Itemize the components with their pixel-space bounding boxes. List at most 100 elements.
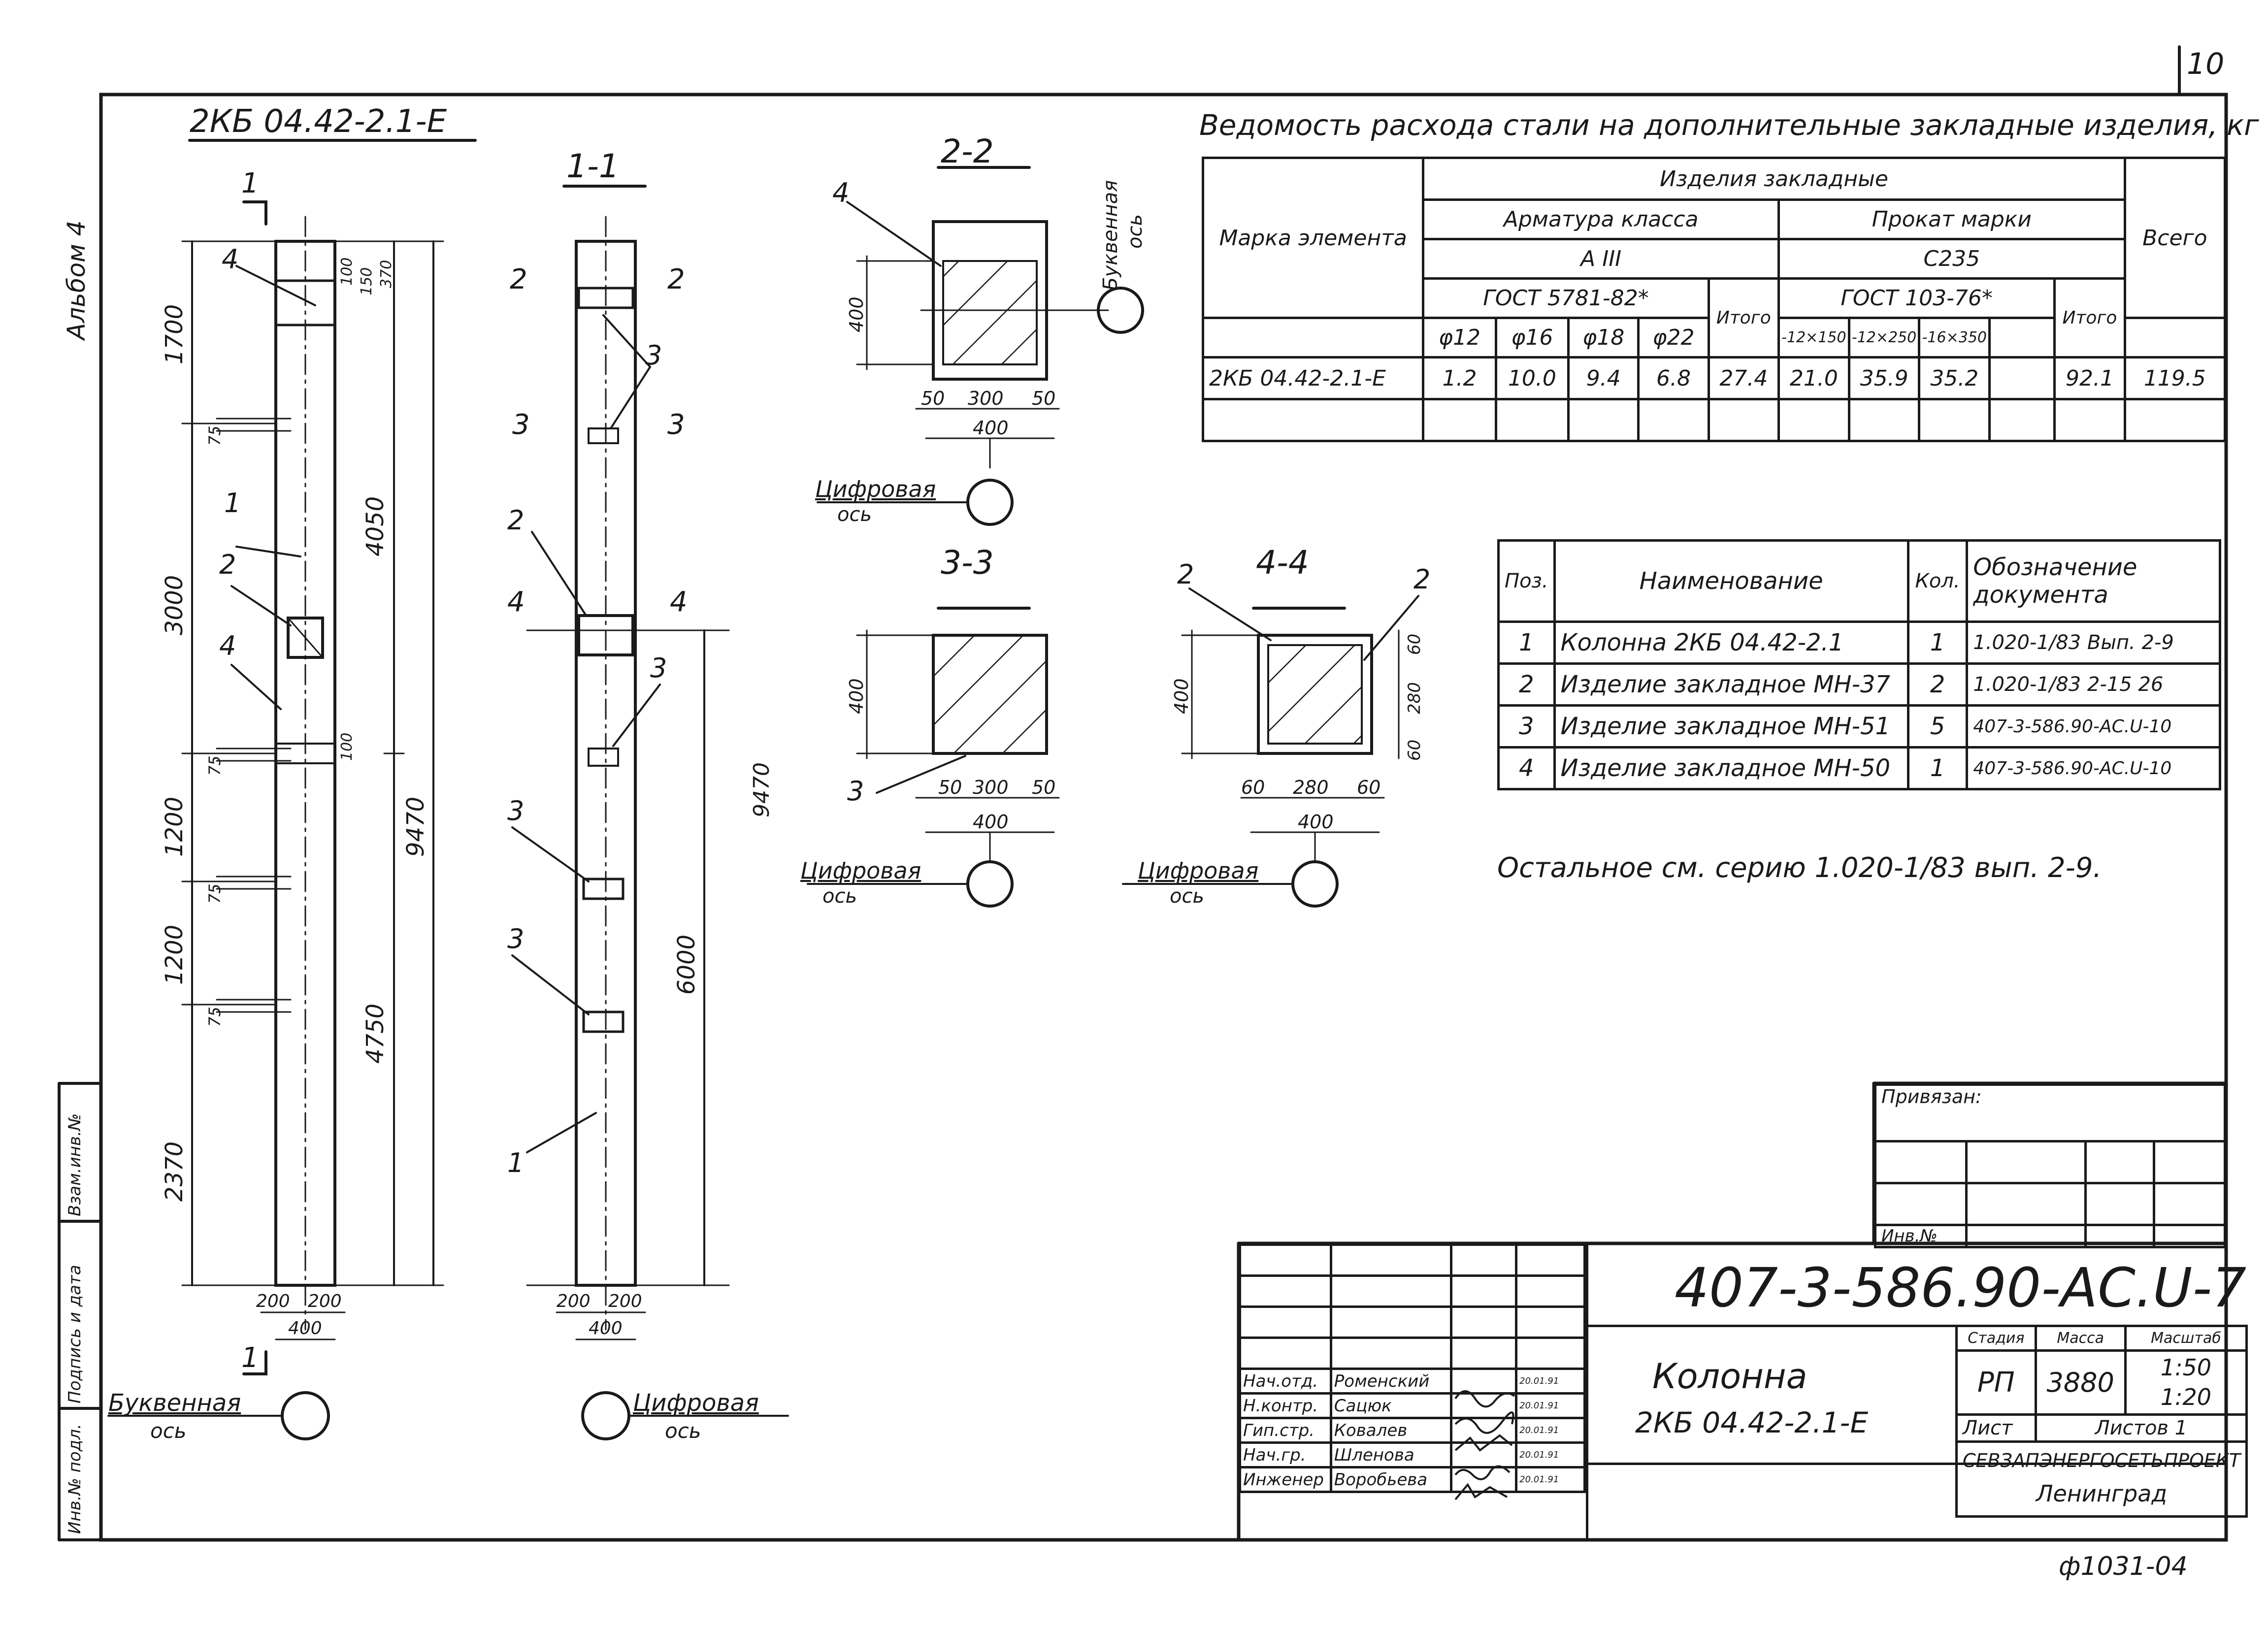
spec-r2-doc: 1.020-1/83 2-15 26 [1966,662,2221,707]
spec-r1-name: Колонна 2КБ 04.42-2.1 [1553,620,1909,665]
main-view-title: 2КБ 04.42-2.1-Е [190,103,447,140]
staff-sign-2 [1449,1417,1518,1444]
drawing-code: 407-3-586.90-АС.U-7 [1675,1256,2247,1319]
staff-date-1: 20.01.91 [1515,1392,1586,1419]
stamp-name-divider [1586,1463,2226,1465]
callout-sec-3-b: 3 [650,652,667,684]
blank-under-vsego [2123,318,2227,358]
s44-dim-60a: 60 [1241,777,1265,798]
org-city: Ленинград [2036,1480,2168,1507]
staff-name-1: Сацюк [1329,1392,1452,1419]
empty-cell [1637,398,1710,442]
signature-2 [1454,1434,1513,1452]
page-number: 10 [2187,47,2225,81]
callout-s22-4: 4 [832,177,850,208]
axis-word-elev: ось [150,1419,187,1443]
callout-sec-3-d: 3 [507,923,525,954]
staff-role-2: Гип.стр. [1239,1417,1332,1444]
staff-name-0: Роменский [1329,1368,1452,1395]
col-p1: -12×150 [1777,317,1850,358]
empty-cell [1329,1243,1452,1277]
header-prokat: Прокат марки [1777,198,2126,240]
empty-cell [1494,398,1570,442]
header-armatura-gost: ГОСТ 5781-82* [1422,277,1710,319]
dim-sec-200a: 200 [557,1291,591,1311]
section-3-3 [807,607,1060,908]
axis-word-sec: ось [665,1419,701,1443]
col-d22: φ22 [1637,317,1710,358]
axis-word-s22b: ось [837,503,872,526]
empty-cell [1965,1224,2087,1248]
staff-name-4: Воробьева [1329,1466,1452,1493]
spec-r1-qty: 1 [1906,620,1969,665]
listov-cell: Листов 1 [2034,1413,2248,1443]
val-p-blank [1988,356,2056,400]
empty-cell [1515,1336,1586,1370]
callout-elev-4: 4 [219,630,236,661]
empty-cell [1329,1274,1452,1308]
empty-cell [2153,1140,2226,1184]
privyazan-label: Привязан: [1874,1083,2226,1142]
header-prokat-grade: С235 [1777,238,2126,280]
empty-cell [1874,1140,1968,1184]
val-d16: 10.0 [1494,356,1570,400]
blank-under-mark [1201,318,1425,358]
spec-r4-qty: 1 [1906,746,1969,790]
header-itogo-prok: Итого [2053,277,2126,358]
spec-r3-qty: 5 [1906,704,1969,749]
signature-4 [1454,1483,1508,1500]
empty-cell [1777,398,1850,442]
s22-dim-400-h: 400 [973,417,1009,439]
cut-mark-4-right: 4 [670,586,688,618]
listov-value: 1 [2174,1417,2188,1439]
val-d18: 9.4 [1567,356,1640,400]
callout-sec-3-a: 3 [645,340,662,371]
empty-cell [1422,398,1497,442]
massa-value: 3880 [2034,1349,2127,1416]
empty-cell [1515,1305,1586,1339]
s44-dim-280: 280 [1293,777,1329,798]
axis-word-s33: ось [822,885,857,908]
staff-role-4: Инженер [1239,1466,1332,1493]
signature-3 [1454,1465,1511,1480]
row-mark: 2КБ 04.42-2.1-Е [1201,356,1425,400]
masshtab-label: Масштаб [2124,1325,2248,1352]
header-itogo-arm: Итого [1707,277,1780,358]
dim-sec-200b: 200 [608,1291,642,1311]
staff-date-2: 20.01.91 [1515,1417,1586,1444]
empty-cell [1965,1140,2087,1184]
axis-digit-s33: Цифровая [800,857,921,884]
staff-date-3: 20.01.91 [1515,1441,1586,1468]
empty-cell [1239,1336,1332,1370]
val-vsego: 119.5 [2123,356,2227,400]
section-3-3-title: 3-3 [941,544,994,582]
section-4-4-title: 4-4 [1256,544,1309,582]
callout-sec-3-c: 3 [507,795,525,826]
spec-r3-doc: 407-3-586.90-АС.U-10 [1966,704,2221,749]
empty-cell [1965,1182,2087,1226]
col-d12: φ12 [1422,317,1497,358]
header-prokat-gost: ГОСТ 103-76* [1777,277,2056,319]
spec-r1-doc: 1.020-1/83 Вып. 2-9 [1966,620,2221,665]
s33-dim-400-h: 400 [973,811,1009,833]
spec-r4-pos: 4 [1497,746,1556,790]
empty-cell [1239,1305,1332,1339]
list-label: Лист [1955,1413,2037,1443]
signature-1 [1454,1411,1514,1434]
dim-elev-200a: 200 [256,1291,290,1311]
massa-label: Масса [2034,1325,2127,1352]
privyazan-block: Привязан: Инв.№ [1874,1083,2226,1248]
spec-r4-doc: 407-3-586.90-АС.U-10 [1966,746,2221,790]
header-armatura-class: А III [1422,238,1780,280]
axis-word-s44: ось [1170,885,1205,908]
org-name: СЕВЗАПЭНЕРГОСЕТЬПРОЕКТ [1963,1450,2241,1472]
steel-table: Марка элемента Изделия закладные Всего А… [1201,157,2227,442]
empty-cell [2123,398,2227,442]
section-1-1-title: 1-1 [566,147,620,185]
col-vsego: Всего [2123,157,2227,319]
scale-2: 1:20 [2160,1383,2212,1410]
callout-elev-2: 2 [219,549,236,580]
spec-r3-name: Изделие закладное МН-51 [1553,704,1909,749]
